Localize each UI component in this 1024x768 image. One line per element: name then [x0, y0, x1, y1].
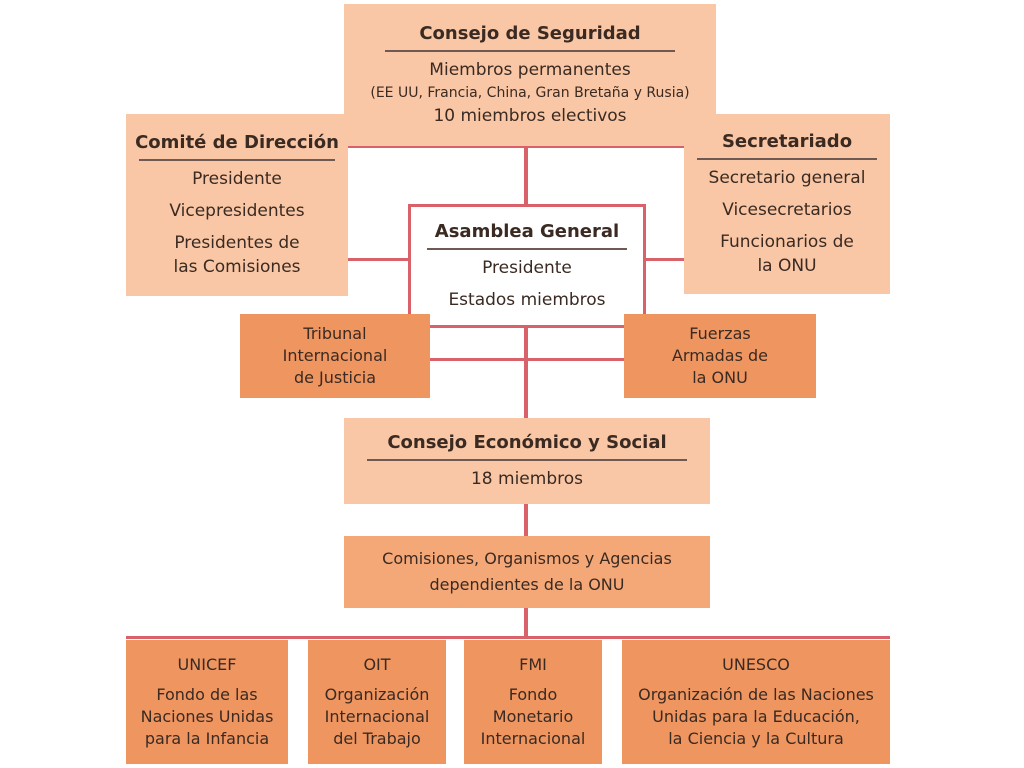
unicef-line: para la Infancia	[144, 729, 270, 748]
steering-committee-item: Vicepresidentes	[169, 200, 305, 221]
armed-forces-box: Fuerzas Armadas de la ONU	[624, 314, 816, 398]
unesco-line: Organización de las Naciones	[638, 685, 874, 704]
general-assembly-item: Estados miembros	[448, 289, 606, 310]
divider	[427, 247, 627, 250]
secretariat-title: Secretariado	[721, 130, 853, 152]
divider	[367, 458, 687, 461]
steering-committee-box: Comité de Dirección Presidente Vicepresi…	[126, 114, 348, 296]
steering-committee-title: Comité de Dirección	[135, 131, 339, 153]
secretariat-item: Secretario general	[708, 167, 866, 188]
unesco-line: Unidas para la Educación,	[652, 707, 860, 726]
security-council-box: Consejo de Seguridad Miembros permanente…	[344, 4, 716, 146]
general-assembly-title: Asamblea General	[434, 220, 620, 242]
fmi-acronym: FMI	[519, 655, 547, 674]
connector-line	[524, 145, 528, 205]
divider	[697, 157, 877, 160]
oit-acronym: OIT	[363, 655, 391, 674]
divider	[139, 158, 335, 161]
court-line: Internacional	[282, 346, 388, 365]
armed-forces-line: la ONU	[692, 368, 748, 387]
armed-forces-line: Fuerzas	[689, 324, 751, 343]
connector-line	[524, 606, 528, 638]
oit-line: Internacional	[324, 707, 430, 726]
court-line: Tribunal	[303, 324, 367, 343]
fmi-line: Internacional	[480, 729, 586, 748]
connector-line	[344, 258, 410, 261]
unicef-acronym: UNICEF	[177, 655, 237, 674]
unesco-box: UNESCO Organización de las Naciones Unid…	[622, 640, 890, 764]
security-council-permanent: Miembros permanentes	[429, 59, 631, 80]
fmi-box: FMI Fondo Monetario Internacional	[464, 640, 602, 764]
fmi-line: Fondo	[508, 685, 558, 704]
secretariat-box: Secretariado Secretario general Vicesecr…	[684, 114, 890, 294]
court-line: de Justicia	[293, 368, 377, 387]
ecosoc-members: 18 miembros	[470, 468, 583, 489]
security-council-title: Consejo de Seguridad	[419, 22, 641, 44]
connector-line	[644, 258, 686, 261]
steering-committee-item: Presidente	[192, 168, 282, 189]
armed-forces-line: Armadas de	[671, 346, 768, 365]
unicef-box: UNICEF Fondo de las Naciones Unidas para…	[126, 640, 288, 764]
steering-committee-item: Presidentes de	[174, 232, 300, 253]
unicef-line: Fondo de las	[156, 685, 258, 704]
divider	[385, 49, 675, 52]
agencies-line: dependientes de la ONU	[429, 575, 625, 594]
agencies-box: Comisiones, Organismos y Agencias depend…	[344, 536, 710, 608]
general-assembly-item: Presidente	[482, 257, 572, 278]
oit-box: OIT Organización Internacional del Traba…	[308, 640, 446, 764]
steering-committee-item: las Comisiones	[173, 256, 301, 277]
oit-line: del Trabajo	[333, 729, 421, 748]
unesco-acronym: UNESCO	[722, 655, 790, 674]
ecosoc-title: Consejo Económico y Social	[387, 431, 667, 453]
unicef-line: Naciones Unidas	[140, 707, 274, 726]
connector-line	[524, 327, 528, 419]
agencies-line: Comisiones, Organismos y Agencias	[382, 549, 672, 568]
court-box: Tribunal Internacional de Justicia	[240, 314, 430, 398]
secretariat-item: la ONU	[757, 255, 817, 276]
security-council-elective: 10 miembros electivos	[433, 105, 627, 126]
connector-line	[528, 358, 624, 361]
general-assembly-box: Asamblea General Presidente Estados miem…	[408, 204, 646, 328]
secretariat-item: Vicesecretarios	[722, 199, 852, 220]
security-council-countries: (EE UU, Francia, China, Gran Bretaña y R…	[370, 84, 690, 101]
connector-line	[126, 636, 890, 639]
connector-line	[524, 502, 528, 538]
connector-line	[430, 358, 524, 361]
fmi-line: Monetario	[492, 707, 574, 726]
oit-line: Organización	[324, 685, 430, 704]
secretariat-item: Funcionarios de	[720, 231, 854, 252]
connector-line	[344, 145, 684, 148]
unesco-line: la Ciencia y la Cultura	[668, 729, 844, 748]
ecosoc-box: Consejo Económico y Social 18 miembros	[344, 418, 710, 504]
